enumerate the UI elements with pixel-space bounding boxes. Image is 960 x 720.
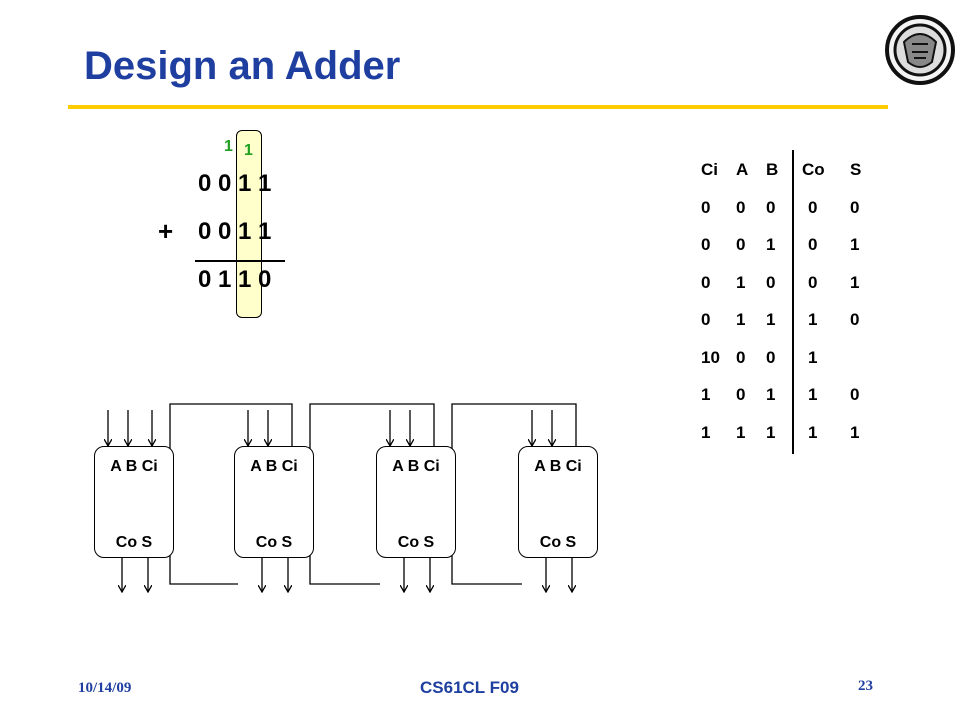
carry-chain-wire [169,403,293,585]
full-adder-block [518,446,598,558]
truth-table-cell: 0 [701,272,711,292]
university-seal-icon [885,15,955,85]
truth-table-cell: 0 [850,197,860,217]
truth-table-header: S [850,160,862,179]
adder-output-labels: Co S [539,534,577,551]
truth-table-cell: 1 [808,347,818,367]
truth-table-cell: 1 [808,422,818,442]
truth-table-cell: 0 [766,197,776,217]
truth-table-cell: 1 [850,422,860,442]
truth-table-cell: 1 [850,235,860,254]
carry-chain-wire [451,403,577,585]
truth-table-cell: 0 [701,310,711,329]
truth-table-cell: 1 [850,272,860,292]
truth-table-cell: 0 [766,272,776,292]
truth-table-cell: 0 [736,385,746,404]
truth-table-cell: 0 [850,310,860,329]
adder-output-labels: Co S [115,534,153,551]
truth-table-header: B [766,160,779,179]
truth-table-cell: 1 [766,422,776,442]
truth-table-cell: 1 [766,235,776,254]
truth-table-cell: 1 [701,422,711,442]
truth-table-cell: 1 [808,385,818,404]
adder-input-labels: A B Ci [392,458,440,475]
truth-table-cell: 0 [736,197,746,217]
carry-bit: 1 [224,138,233,155]
truth-table-divider [792,150,794,454]
truth-table-cell: 1 [766,385,776,404]
truth-table-cell: 0 [808,235,818,254]
truth-table-cell: 0 [766,347,776,367]
truth-table-header: Co [802,160,825,179]
truth-table-cell: 0 [736,235,746,254]
sum-rule [195,260,285,262]
adder-output-labels: Co S [255,534,293,551]
truth-table-cell: 0 [850,385,860,404]
footer-date: 10/14/09 [78,680,132,696]
operand-2: 0 0 1 1 [198,218,272,245]
adder-input-labels: A B Ci [110,458,158,475]
full-adder-block [94,446,174,558]
sum-result: 0 1 1 0 [198,266,272,293]
footer-page-number: 23 [858,678,873,694]
title-rule [68,105,888,109]
plus-sign: + [158,216,174,246]
full-adder-block [376,446,456,558]
truth-table-cell: 1 [736,272,746,292]
truth-table-cell: 0 [701,235,711,254]
truth-table-cell: 1 [808,310,818,329]
truth-table-cell: 1 [766,310,776,329]
truth-table-cell: 1 [736,422,746,442]
operand-1: 0 0 1 1 [198,170,272,197]
truth-table-cell: 0 [808,272,818,292]
adder-input-labels: A B Ci [250,458,298,475]
adder-input-labels: A B Ci [534,458,582,475]
page-title: Design an Adder [84,44,401,88]
truth-table-cell: 0 [736,347,746,367]
truth-table-cell: 10 [701,347,720,367]
full-adder-block [234,446,314,558]
truth-table-cell: 1 [701,385,711,404]
truth-table-cell: 1 [736,310,746,329]
footer-course: CS61CL F09 [420,678,519,697]
carry-column-highlight [236,130,262,318]
adder-output-labels: Co S [397,534,435,551]
carry-bit: 1 [244,142,253,159]
truth-table-cell: 0 [701,197,711,217]
truth-table-header: Ci [701,160,718,179]
carry-chain-wire [309,403,435,585]
truth-table-header: A [736,160,749,179]
truth-table-cell: 0 [808,197,818,217]
